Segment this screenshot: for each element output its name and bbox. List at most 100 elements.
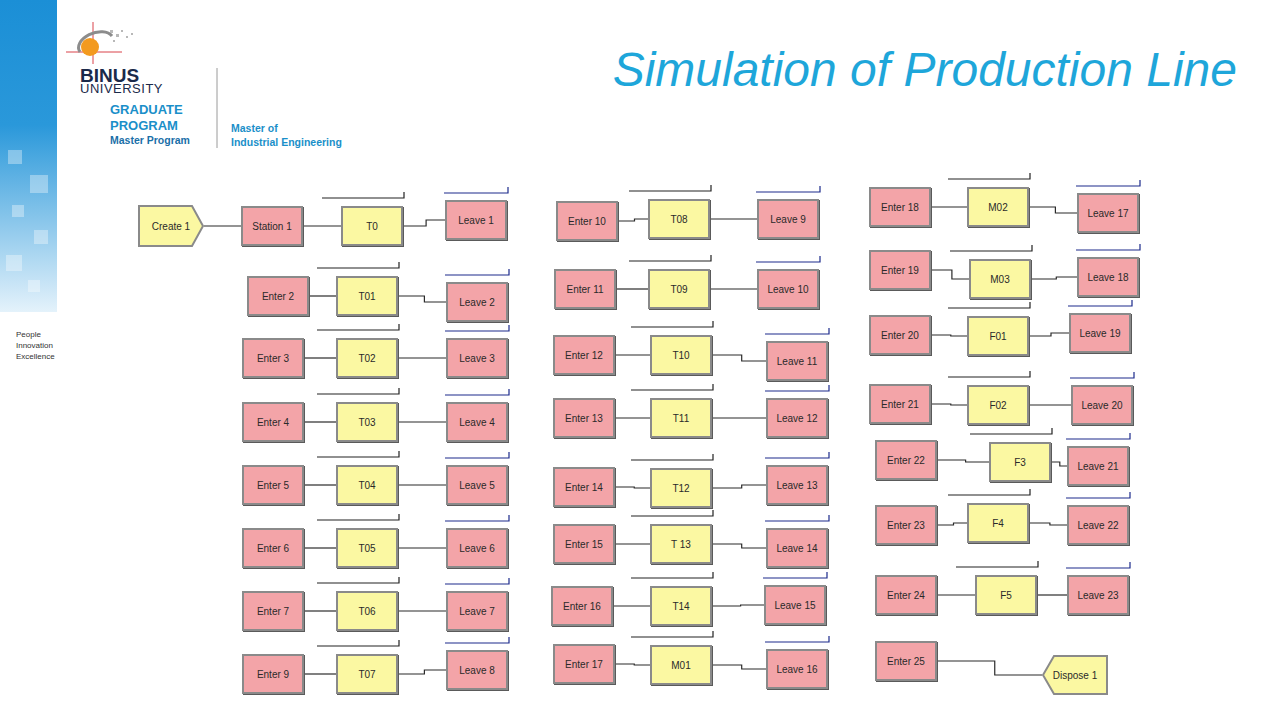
station-module: Enter 21 xyxy=(869,384,931,424)
logo-text: Master of xyxy=(231,123,278,134)
module-label: Enter 10 xyxy=(568,216,606,227)
route-bar xyxy=(444,180,1140,643)
process-module: T04 xyxy=(336,465,398,505)
module-label: F02 xyxy=(989,400,1006,411)
module-label: Enter 12 xyxy=(565,350,603,361)
module-label: Leave 3 xyxy=(459,353,495,364)
module-label: Enter 22 xyxy=(887,455,925,466)
process-module: T14 xyxy=(650,586,712,626)
station-module: Leave 23 xyxy=(1067,575,1129,615)
process-module: F3 xyxy=(989,442,1051,482)
logo-dot xyxy=(126,36,128,38)
logo-text: Master Program xyxy=(110,135,190,146)
connector xyxy=(398,547,446,548)
connector xyxy=(1031,277,1077,279)
connector xyxy=(304,421,336,422)
logo-dot xyxy=(116,34,119,37)
logo-text: GRADUATE xyxy=(110,103,183,116)
station-module: Enter 24 xyxy=(875,575,937,615)
connector xyxy=(931,335,967,336)
logo-divider xyxy=(217,68,218,148)
station-module: Leave 7 xyxy=(446,591,508,631)
station-module: Leave 9 xyxy=(757,199,819,239)
process-module: T11 xyxy=(650,398,712,438)
module-label: T02 xyxy=(358,353,375,364)
station-module: Enter 3 xyxy=(242,338,304,378)
module-label: F4 xyxy=(992,518,1004,529)
module-label: M03 xyxy=(990,274,1009,285)
station-module: Enter 19 xyxy=(869,250,931,290)
logo-dot xyxy=(121,30,123,32)
module-label: F01 xyxy=(989,331,1006,342)
module-label: Enter 3 xyxy=(257,353,289,364)
station-module: Enter 14 xyxy=(553,467,615,507)
process-module: T03 xyxy=(336,402,398,442)
connector xyxy=(615,664,650,665)
station-module: Leave 19 xyxy=(1069,313,1131,353)
module-label: Enter 16 xyxy=(563,601,601,612)
connector xyxy=(712,355,766,361)
connector xyxy=(615,417,650,418)
module-label: Enter 4 xyxy=(257,417,289,428)
connector xyxy=(309,295,336,296)
module-label: Enter 2 xyxy=(262,291,294,302)
module-label: Enter 5 xyxy=(257,480,289,491)
dispose-module: Dispose 1 xyxy=(1042,655,1108,695)
station-module: Leave 5 xyxy=(446,465,508,505)
tagline-text: People xyxy=(16,331,41,339)
logo-dot xyxy=(113,40,115,42)
module-label: T 13 xyxy=(671,539,691,550)
module-label: Station 1 xyxy=(252,221,291,232)
logo-ball xyxy=(81,38,99,56)
connector xyxy=(204,225,241,226)
connector xyxy=(304,673,336,674)
process-module: M01 xyxy=(650,645,712,685)
station-module: Enter 4 xyxy=(242,402,304,442)
connector xyxy=(712,485,766,488)
module-label: Leave 13 xyxy=(776,480,817,491)
module-shape xyxy=(139,206,203,246)
connector xyxy=(937,661,1042,675)
module-label: F5 xyxy=(1000,590,1012,601)
module-label: Enter 24 xyxy=(887,590,925,601)
connector xyxy=(613,605,650,606)
module-label: Leave 8 xyxy=(459,665,495,676)
connector xyxy=(931,206,967,207)
module-label: Enter 17 xyxy=(565,659,603,670)
process-module: M02 xyxy=(967,187,1029,227)
connector xyxy=(931,270,969,279)
connector xyxy=(615,354,650,355)
station-module: Leave 22 xyxy=(1067,505,1129,545)
station-module: Enter 9 xyxy=(242,654,304,694)
station-module: Leave 18 xyxy=(1077,257,1139,297)
module-label: Leave 1 xyxy=(458,215,494,226)
connector xyxy=(710,218,757,219)
process-module: T07 xyxy=(336,654,398,694)
process-module: T05 xyxy=(336,528,398,568)
process-module: F5 xyxy=(975,575,1037,615)
process-module: T02 xyxy=(336,338,398,378)
connector xyxy=(398,357,446,358)
module-label: Leave 5 xyxy=(459,480,495,491)
station-module: Enter 16 xyxy=(551,586,613,626)
module-label: Enter 25 xyxy=(887,656,925,667)
strip-square xyxy=(6,255,22,271)
connector xyxy=(1029,207,1077,213)
station-module: Leave 12 xyxy=(766,398,828,438)
connector xyxy=(303,225,341,226)
module-label: Enter 9 xyxy=(257,669,289,680)
connector xyxy=(1051,462,1067,466)
connector xyxy=(1029,523,1067,525)
process-module: F4 xyxy=(967,503,1029,543)
process-module: T01 xyxy=(336,276,398,316)
connector xyxy=(712,665,766,669)
process-module: F01 xyxy=(967,316,1029,356)
module-label: Enter 14 xyxy=(565,482,603,493)
process-module: T 13 xyxy=(650,524,712,564)
module-label: T08 xyxy=(670,214,687,225)
module-label: T09 xyxy=(670,284,687,295)
station-module: Leave 13 xyxy=(766,465,828,505)
connector xyxy=(304,357,336,358)
module-label: Enter 21 xyxy=(881,399,919,410)
queue-bar xyxy=(317,173,1052,646)
